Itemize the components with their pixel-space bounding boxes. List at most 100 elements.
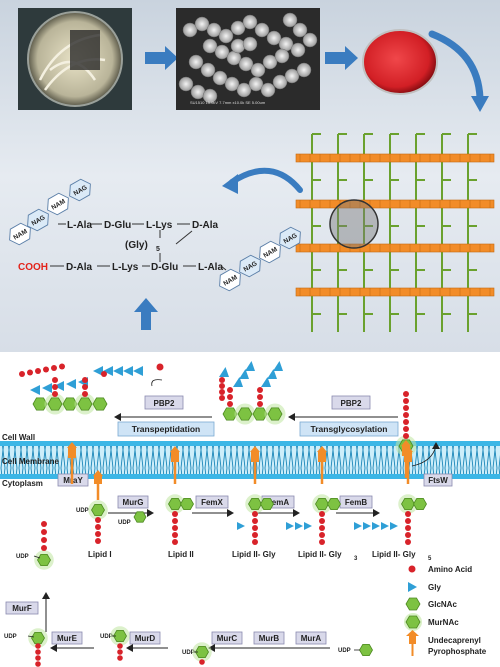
- cell-sphere: [262, 54, 278, 70]
- amino-acid-bead: [41, 537, 47, 543]
- amino-acid-bead: [227, 401, 233, 407]
- amino-acid-bead: [82, 377, 88, 383]
- murg-step: MurG: [108, 495, 154, 517]
- gly-triangle: [267, 369, 277, 379]
- residue-label: D-Ala: [66, 262, 93, 273]
- svg-text:Transpeptidation: Transpeptidation: [132, 424, 200, 434]
- peptide-lower-chain: COOH D-Ala L-Lys D-Glu L-Ala: [18, 262, 227, 273]
- amino-acid-bead: [227, 394, 233, 400]
- legend-amino-acid: Amino Acid: [428, 565, 472, 574]
- glcnac-hexagon: [92, 397, 108, 411]
- petri-dish-photo: [18, 8, 132, 110]
- gly-triangle: [295, 522, 303, 530]
- nam-sugar: NAM: [219, 268, 241, 292]
- svg-text:MurG: MurG: [123, 498, 144, 507]
- amino-acid-bead: [252, 525, 258, 531]
- udp-bond: [27, 635, 35, 638]
- amino-acid-icon: [408, 565, 416, 573]
- cytoplasm-label: Cytoplasm: [2, 479, 43, 488]
- gly-triangle: [381, 522, 389, 530]
- amino-acid-bead: [227, 387, 233, 393]
- amino-acid-bead: [35, 643, 41, 649]
- lipid2-gly5-subscript: 5: [428, 556, 432, 562]
- amino-acid-bead: [35, 368, 41, 374]
- amino-acid-bead: [41, 529, 47, 535]
- glcnac-hexagon: [32, 397, 48, 411]
- svg-text:MurE: MurE: [57, 634, 78, 643]
- cell-sphere: [230, 20, 246, 36]
- arrow-up-icon: [42, 592, 50, 599]
- svg-text:MurD: MurD: [135, 634, 156, 643]
- cell-sphere: [292, 22, 308, 38]
- nag-sugar: NAG: [239, 254, 261, 278]
- gly-triangle: [113, 366, 123, 376]
- gly-icon: [408, 582, 417, 592]
- cell-sphere: [274, 48, 290, 64]
- murnac-hexagon: [91, 503, 105, 516]
- murd-step: MurD: [126, 631, 168, 652]
- amino-acid-bead: [43, 366, 49, 373]
- amino-acid-bead: [27, 369, 33, 376]
- amino-acid-bead: [257, 401, 263, 407]
- residue-label: L-Lys: [146, 220, 173, 231]
- murf-box: MurF: [5, 601, 39, 615]
- murnac-hexagon: [168, 497, 182, 511]
- svg-text:FemB: FemB: [345, 498, 367, 507]
- udp-label: UDP: [338, 648, 351, 654]
- glcnac-hexagon: [133, 511, 147, 523]
- residue-label: L-Lys: [112, 262, 139, 273]
- udp-label: UDP: [76, 508, 89, 514]
- cell-sphere: [250, 62, 266, 78]
- murnac-hexagon: [267, 407, 283, 421]
- residue-label: D-Glu: [151, 262, 178, 273]
- amino-acid-bead: [172, 532, 178, 538]
- blood-agar-plate: [362, 29, 438, 95]
- pentaglycine-bridge: (Gly) 5: [125, 240, 161, 262]
- amino-acid-bead: [82, 384, 88, 390]
- pyrophosphate-block: [171, 452, 179, 462]
- murnac-hexagon: [31, 632, 45, 644]
- amino-acid-bead: [319, 518, 325, 524]
- amino-acid-bead: [82, 391, 88, 397]
- cell-sphere: [230, 38, 246, 54]
- nag-sugar: NAG: [27, 208, 49, 232]
- amino-acid-bead: [59, 363, 65, 370]
- murnac-icon: [405, 615, 421, 629]
- pyrophosphate-cap: [67, 442, 77, 448]
- cell-sphere: [290, 42, 306, 58]
- gly-triangle: [286, 522, 294, 530]
- cell-sphere: [200, 62, 216, 78]
- arrow-head-icon: [222, 174, 238, 194]
- svg-text:MurF: MurF: [12, 604, 32, 613]
- pyrophosphate-block: [404, 452, 412, 462]
- pyrophosphate-cap: [317, 446, 327, 452]
- glcnac-hexagon: [252, 407, 268, 421]
- pbp2-right-box: PBP2: [331, 395, 371, 410]
- amino-acid-bead: [403, 426, 409, 432]
- peptidoglycan-mesh: [295, 133, 495, 332]
- amino-acid-bead: [172, 511, 178, 517]
- pbp2-label: PBP2: [341, 399, 362, 408]
- arrow-up-icon: [432, 442, 440, 449]
- amino-acid-bead: [252, 532, 258, 538]
- amino-acid-bead: [219, 395, 225, 401]
- mure-step: MurE: [50, 631, 94, 652]
- gly-triangle: [93, 366, 103, 376]
- cooh-label: COOH: [18, 262, 48, 273]
- amino-acid-bead: [403, 433, 409, 439]
- pyrophosphate-cap: [401, 440, 411, 446]
- murnac-hexagon: [315, 497, 329, 511]
- gly-triangle: [233, 377, 243, 387]
- amino-acid-bead: [319, 511, 325, 517]
- amino-acid-bead: [319, 539, 325, 545]
- cell-sphere: [236, 82, 252, 98]
- amino-acid-bead: [257, 387, 263, 393]
- peptide-upper-chain: L-Ala D-Glu L-Lys D-Ala: [58, 220, 219, 245]
- nag-sugar: NAG: [279, 226, 301, 250]
- cell-sphere: [296, 62, 312, 78]
- glcnac-hexagon: [327, 497, 341, 511]
- gly-triangle: [239, 369, 249, 379]
- amino-acid-bead: [172, 518, 178, 524]
- arrow-right-icon: [325, 46, 358, 70]
- legend-pyrophosphate: Pyrophosphate: [428, 647, 487, 656]
